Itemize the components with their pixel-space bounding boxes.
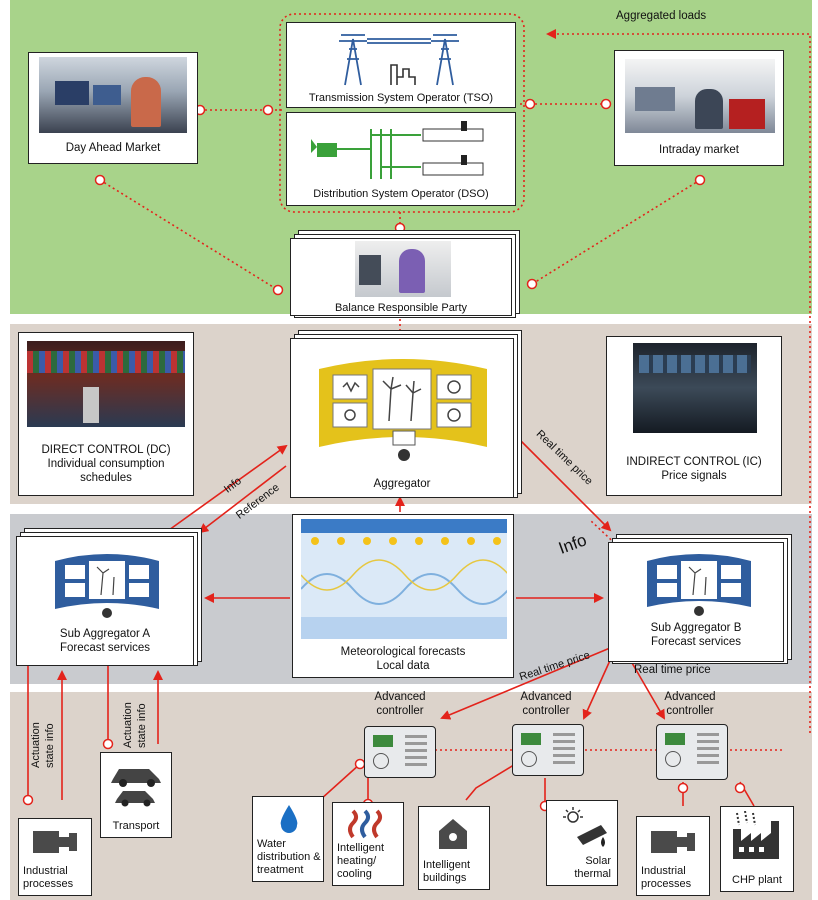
heating-label: Intelligent heating/ cooling <box>337 842 385 880</box>
meteo-subtitle: Local data <box>376 660 430 672</box>
water-label: Water distribution & treatment <box>257 838 321 876</box>
dso-label: Distribution System Operator (DSO) <box>313 188 489 200</box>
indirect-control-box: INDIRECT CONTROL (IC) Price signals <box>606 336 782 496</box>
chp-box: CHP plant <box>720 806 794 892</box>
industrial-machine-icon-2 <box>651 831 695 853</box>
buildings-label: Intelligent buildings <box>423 859 471 884</box>
wind-turbine-icon <box>342 376 461 422</box>
meteo-title: Meteorological forecasts <box>340 646 466 658</box>
sub-aggregator-b-box: Sub Aggregator B Forecast services <box>608 542 784 662</box>
substation-icon <box>311 121 484 179</box>
heating-box: Intelligent heating/ cooling <box>332 802 404 886</box>
industrial-processes-box-1: Industrial processes <box>18 818 92 896</box>
dso-box: Distribution System Operator (DSO) <box>286 112 516 206</box>
sub-aggregator-b-title: Sub Aggregator B <box>650 622 742 634</box>
meteo-box: Meteorological forecasts Local data <box>292 514 514 678</box>
water-box: Water distribution & treatment <box>252 796 324 882</box>
sub-aggregator-b-icon <box>647 554 751 616</box>
direct-control-box: DIRECT CONTROL (DC) Individual consumpti… <box>18 332 194 496</box>
factory-icon <box>733 811 779 859</box>
transport-box: Transport <box>100 752 172 838</box>
state-info-label-b: state info <box>136 703 148 748</box>
sub-aggregator-a-title: Sub Aggregator A <box>59 628 151 640</box>
buildings-box: Intelligent buildings <box>418 806 490 890</box>
solar-box: Solar thermal <box>546 800 618 886</box>
controller-1-label: Advanced controller <box>374 691 426 717</box>
solar-panel-icon <box>563 807 607 847</box>
sub-aggregator-a-subtitle: Forecast services <box>59 642 151 654</box>
industrial-processes-label-1: Industrial processes <box>23 865 74 890</box>
direct-control-title: DIRECT CONTROL (DC) <box>41 444 171 456</box>
actuation-label-a: Actuation <box>30 722 42 768</box>
control-room-photo <box>27 341 185 427</box>
tso-label: Transmission System Operator (TSO) <box>308 92 494 104</box>
trading-desk-photo <box>625 59 775 133</box>
controller-3-label: Advanced controller <box>664 691 716 717</box>
operator-desk-icon <box>319 359 487 461</box>
brp-box: Balance Responsible Party <box>290 238 512 316</box>
sub-aggregator-a-icon <box>55 554 159 618</box>
industrial-processes-box-2: Industrial processes <box>636 816 710 896</box>
weather-forecast-panel <box>301 519 507 639</box>
advanced-controller-3 <box>656 724 728 780</box>
house-icon <box>439 819 467 849</box>
industrial-processes-label-2: Industrial processes <box>641 865 692 890</box>
advanced-controller-1 <box>364 726 436 778</box>
direct-control-subtitle-2: schedules <box>80 472 132 484</box>
real-time-price-label-right: Real time price <box>634 664 711 676</box>
direct-control-subtitle: Individual consumption <box>47 458 165 470</box>
aggregated-loads-label: Aggregated loads <box>616 10 707 22</box>
analyst-photo <box>355 241 451 297</box>
indirect-control-title: INDIRECT CONTROL (IC) <box>626 456 762 468</box>
sub-aggregator-a-box: Sub Aggregator A Forecast services <box>16 536 194 666</box>
aggregator-box: Aggregator <box>290 338 514 498</box>
water-drop-icon <box>280 805 298 833</box>
intraday-market-box: Intraday market <box>614 50 784 166</box>
car-icon <box>111 769 161 807</box>
day-ahead-market-label: Day Ahead Market <box>65 142 161 154</box>
industrial-machine-icon <box>33 831 77 853</box>
tso-box: Transmission System Operator (TSO) <box>286 22 516 108</box>
transport-label: Transport <box>112 820 160 832</box>
aggregator-label: Aggregator <box>373 478 431 490</box>
radiator-icon <box>348 809 382 839</box>
brp-label: Balance Responsible Party <box>334 302 468 314</box>
operations-room-photo <box>633 343 757 433</box>
intraday-market-label: Intraday market <box>659 144 739 156</box>
chp-label: CHP plant <box>732 874 782 886</box>
state-info-label-a: state info <box>44 723 56 768</box>
trading-room-photo <box>39 57 187 133</box>
pylon-icon <box>339 34 459 86</box>
solar-label: Solar thermal <box>574 855 611 880</box>
indirect-control-subtitle: Price signals <box>661 470 727 482</box>
controller-2-label: Advanced controller <box>520 691 572 717</box>
advanced-controller-2 <box>512 724 584 776</box>
sub-aggregator-b-subtitle: Forecast services <box>650 636 742 648</box>
day-ahead-market-box: Day Ahead Market <box>28 52 198 164</box>
actuation-label-b: Actuation <box>122 702 134 748</box>
